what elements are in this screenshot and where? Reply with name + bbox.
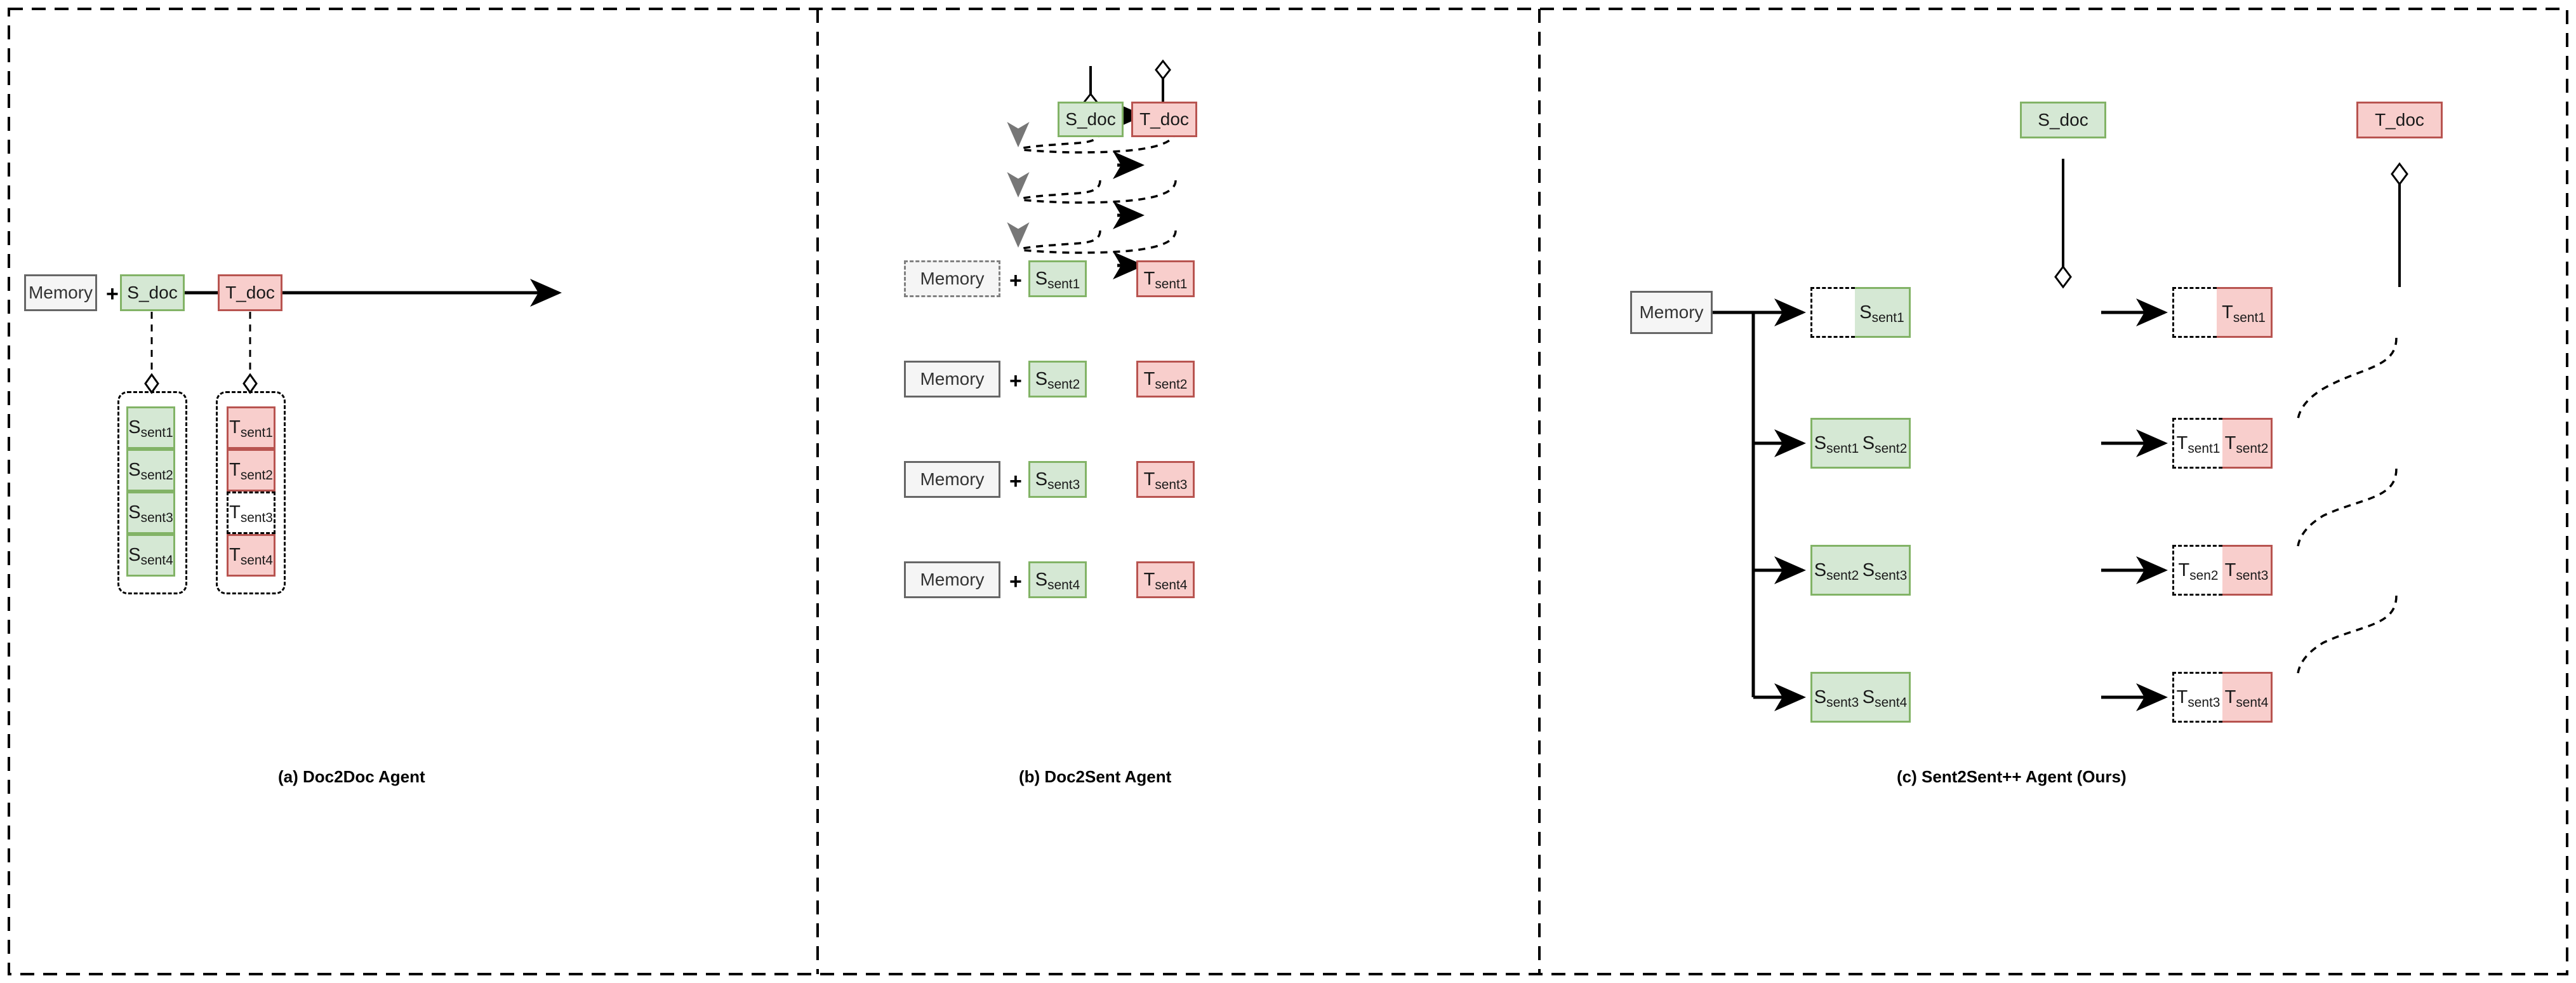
target-doc-box-c[interactable]: T_doc <box>2356 102 2443 138</box>
sent-label-s4: Ssent4 <box>128 545 173 568</box>
sent-label: Tsent1 <box>2176 432 2221 456</box>
source-context-box-c-4[interactable]: Ssent3 <box>1810 672 1861 723</box>
sent-label: Ssent2 <box>1814 559 1859 583</box>
source-sentence-box-c-1[interactable]: Ssent1 <box>1855 287 1911 338</box>
sent-label: Tsent1 <box>2222 302 2266 325</box>
target-doc-box-a[interactable]: T_doc <box>218 274 282 311</box>
sent-label-s2: Ssent2 <box>128 460 173 483</box>
target-doc-label: T_doc <box>225 283 275 303</box>
target-doc-label: T_doc <box>1139 109 1189 130</box>
sent-label-s3: Ssent3 <box>128 502 173 526</box>
source-doc-box-a[interactable]: S_doc <box>120 274 185 311</box>
target-sentence-box-c-4[interactable]: Tsent4 <box>2222 672 2273 723</box>
target-doc-box-b[interactable]: T_doc <box>1131 102 1197 137</box>
sent-label: Ssent2 <box>1862 432 1908 456</box>
source-context-box-c-3[interactable]: Ssent2 <box>1810 545 1861 596</box>
sent-label: Ssent4 <box>1862 686 1908 710</box>
sent-label: Tsent3 <box>1143 469 1188 492</box>
sent-label: Tsent3 <box>2176 686 2221 710</box>
source-sentence-box-b-1[interactable]: Ssent1 <box>1028 260 1087 297</box>
memory-box-b-4[interactable]: Memory <box>904 561 1000 598</box>
sent-label: Ssent3 <box>1035 469 1080 492</box>
target-sentence-box-b-4[interactable]: Tsent4 <box>1136 561 1195 598</box>
sent-label: Tsen2 <box>2178 559 2219 583</box>
target-doc-label: T_doc <box>2375 110 2424 130</box>
memory-label: Memory <box>28 283 93 303</box>
sent-label: Tsent3 <box>2224 559 2269 583</box>
target-sentence-box-c-2[interactable]: Tsent2 <box>2222 418 2273 469</box>
memory-label: Memory <box>920 269 985 289</box>
target-sentence-box-b-3[interactable]: Tsent3 <box>1136 461 1195 498</box>
sent-label: Tsent2 <box>1143 368 1188 392</box>
sent-label: Ssent3 <box>1862 559 1908 583</box>
target-sentence-box[interactable]: Tsent1 <box>227 406 276 449</box>
sent-label: Tsent1 <box>1143 268 1188 291</box>
source-sentence-box[interactable]: Ssent1 <box>126 406 175 449</box>
source-sentence-box[interactable]: Ssent3 <box>126 492 175 534</box>
source-sentence-box-c-4[interactable]: Ssent4 <box>1861 672 1911 723</box>
target-sentence-box-b-1[interactable]: Tsent1 <box>1136 260 1195 297</box>
target-sentence-box[interactable]: Tsent4 <box>227 534 276 577</box>
source-sentence-box-b-4[interactable]: Ssent4 <box>1028 561 1087 598</box>
source-context-empty-c-1[interactable] <box>1810 287 1855 338</box>
target-sentence-box-empty[interactable]: Tsent3 <box>227 492 276 534</box>
plus-symbol-b-4: + <box>1009 570 1022 594</box>
sent-label: Ssent4 <box>1035 569 1080 592</box>
sent-label: Ssent1 <box>1814 432 1859 456</box>
panel-caption-c: (c) Sent2Sent++ Agent (Ours) <box>1897 767 2127 786</box>
source-sentence-box-c-2[interactable]: Ssent2 <box>1861 418 1911 469</box>
sent-label: Tsent4 <box>1143 569 1188 592</box>
target-sentence-box[interactable]: Tsent2 <box>227 449 276 492</box>
sent-label-t3: Tsent3 <box>229 502 273 526</box>
memory-box-b-3[interactable]: Memory <box>904 461 1000 498</box>
target-sentence-box-c-3[interactable]: Tsent3 <box>2222 545 2273 596</box>
plus-symbol-a: + <box>106 282 119 306</box>
sent-label-t2: Tsent2 <box>229 460 273 483</box>
source-doc-box-c[interactable]: S_doc <box>2020 102 2106 138</box>
memory-label: Memory <box>1639 302 1704 323</box>
source-sentence-box[interactable]: Ssent4 <box>126 534 175 577</box>
memory-label: Memory <box>920 469 985 490</box>
source-sentence-box-b-2[interactable]: Ssent2 <box>1028 361 1087 398</box>
source-sentence-box[interactable]: Ssent2 <box>126 449 175 492</box>
target-sentence-box-c-1[interactable]: Tsent1 <box>2217 287 2273 338</box>
target-context-box-c-4[interactable]: Tsent3 <box>2172 672 2222 723</box>
memory-label: Memory <box>920 570 985 590</box>
plus-symbol-b-1: + <box>1009 269 1022 293</box>
source-doc-label: S_doc <box>1065 109 1116 130</box>
target-context-box-c-3[interactable]: Tsen2 <box>2172 545 2222 596</box>
memory-box-b-1[interactable]: Memory <box>904 260 1000 297</box>
panel-caption-b: (b) Doc2Sent Agent <box>1019 767 1172 786</box>
plus-symbol-b-2: + <box>1009 369 1022 393</box>
sent-label-s1: Ssent1 <box>128 417 173 441</box>
target-sentence-box-b-2[interactable]: Tsent2 <box>1136 361 1195 398</box>
memory-box-b-2[interactable]: Memory <box>904 361 1000 398</box>
memory-label: Memory <box>920 369 985 389</box>
sent-label: Ssent3 <box>1814 686 1859 710</box>
sent-label-t4: Tsent4 <box>229 545 273 568</box>
memory-box-c[interactable]: Memory <box>1630 291 1713 334</box>
sent-label: Ssent2 <box>1035 368 1080 392</box>
target-context-box-c-2[interactable]: Tsent1 <box>2172 418 2222 469</box>
sent-label-t1: Tsent1 <box>229 417 273 441</box>
source-sentence-box-c-3[interactable]: Ssent3 <box>1861 545 1911 596</box>
target-sentence-container-a <box>216 391 286 594</box>
panel-caption-a: (a) Doc2Doc Agent <box>278 767 425 786</box>
source-sentence-container-a <box>117 391 187 594</box>
plus-symbol-b-3: + <box>1009 469 1022 493</box>
sent-label: Tsent2 <box>2224 432 2269 456</box>
sent-label: Ssent1 <box>1035 268 1080 291</box>
source-doc-label: S_doc <box>2038 110 2088 130</box>
target-context-empty-c-1[interactable] <box>2172 287 2217 338</box>
source-doc-label: S_doc <box>127 283 178 303</box>
source-doc-box-b[interactable]: S_doc <box>1058 102 1124 137</box>
sent-label: Tsent4 <box>2224 686 2269 710</box>
source-context-box-c-2[interactable]: Ssent1 <box>1810 418 1861 469</box>
source-sentence-box-b-3[interactable]: Ssent3 <box>1028 461 1087 498</box>
memory-box-a[interactable]: Memory <box>24 274 97 311</box>
sent-label: Ssent1 <box>1859 302 1904 325</box>
